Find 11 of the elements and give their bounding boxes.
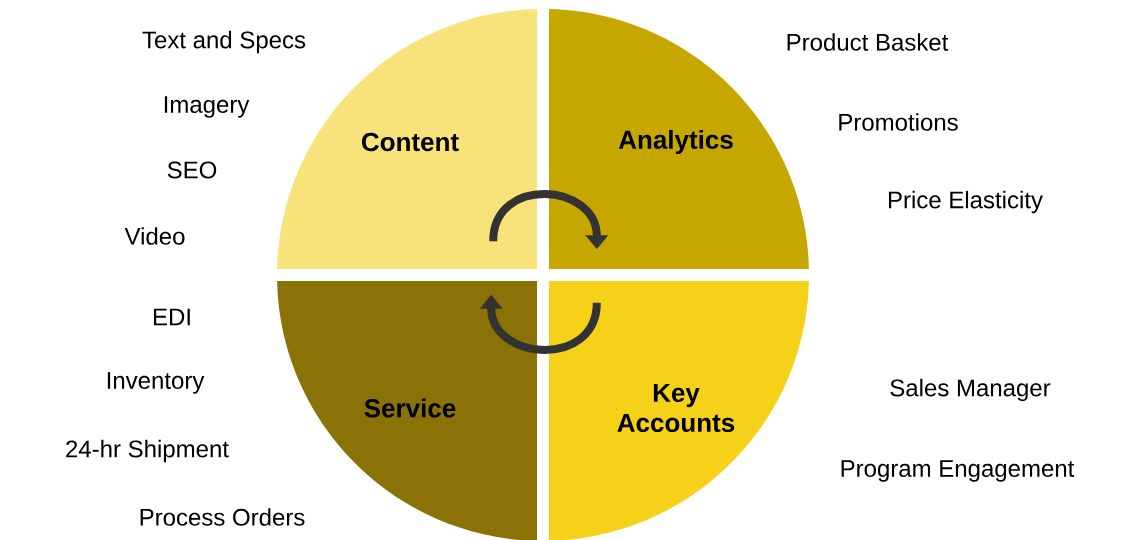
quadrant-segment: Key Accounts <box>549 281 809 540</box>
beside-label: Video <box>124 227 185 245</box>
beside-label: SEO <box>167 161 217 179</box>
beside-label: 24-hr Shipment <box>66 439 229 463</box>
beside-label: Imagery <box>164 96 250 118</box>
beside-label: Price Elasticity <box>888 190 1043 214</box>
beside-label: Promotions <box>839 113 958 131</box>
beside-label: Program Engagement <box>841 460 1075 482</box>
beside-label: Inventory <box>107 372 205 394</box>
beside-label: EDI <box>154 308 190 326</box>
beside-label: Sales Manager <box>890 378 1051 402</box>
